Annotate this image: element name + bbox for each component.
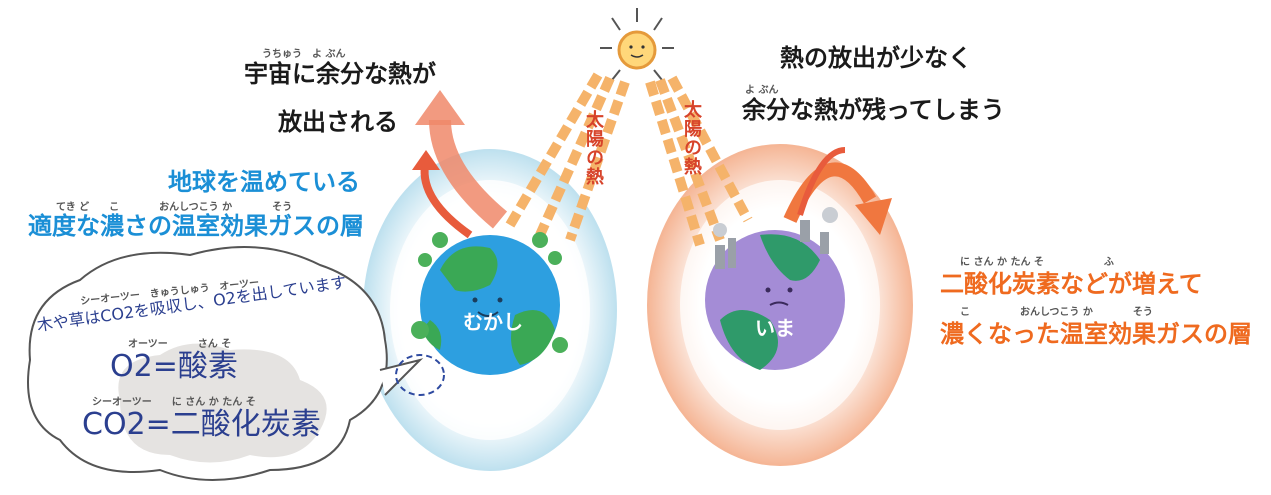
present-layer-ruby1: に さん か たん そ ふ bbox=[960, 257, 1114, 268]
sun-heat-arrows-right bbox=[645, 75, 753, 247]
past-layer-line1: 地球を温めている bbox=[168, 168, 360, 196]
earth-past-label: むかし bbox=[463, 310, 523, 334]
highlight-ring bbox=[395, 354, 445, 396]
past-layer-line2: 適度な濃さの温室効果ガスの層 bbox=[28, 212, 364, 240]
left-heading-line2: 放出される bbox=[278, 108, 398, 136]
sun-heat-arrows-left bbox=[505, 72, 630, 242]
right-heading-ruby: よ ぶん bbox=[745, 85, 779, 96]
heat-escape-arrows-left bbox=[412, 90, 508, 239]
sun-icon bbox=[600, 8, 674, 81]
earth-present-label: いま bbox=[755, 316, 795, 340]
co2-ruby: シーオーツー に さん か たん そ bbox=[92, 397, 256, 408]
o2-formula: O2=酸素 bbox=[110, 349, 238, 384]
earth-past-icon bbox=[411, 232, 568, 375]
earth-present-icon bbox=[705, 207, 845, 370]
past-layer-ruby: てき ど こ おんしつこう か そう bbox=[56, 202, 293, 213]
present-layer-ruby2: こ おんしつこう か そう bbox=[960, 307, 1153, 318]
heat-trapped-arrows-right bbox=[783, 147, 892, 235]
co2-formula: CO2=二酸化炭素 bbox=[82, 407, 321, 442]
left-heading-ruby: うちゅう よ ぶん bbox=[262, 49, 346, 60]
cloud-bubble-icon bbox=[27, 246, 424, 481]
sun-heat-label-left: 太陽の熱 bbox=[583, 110, 604, 186]
right-heading-line1: 熱の放出が少なく bbox=[780, 44, 972, 72]
present-layer-line2: 濃くなった温室効果ガスの層 bbox=[940, 320, 1252, 348]
right-heading-line2: 余分な熱が残ってしまう bbox=[742, 96, 1005, 124]
o2-ruby: オーツー さん そ bbox=[128, 339, 232, 350]
present-layer-line1: 二酸化炭素などが増えて bbox=[940, 270, 1203, 298]
left-heading-line1: 宇宙に余分な熱が bbox=[244, 60, 436, 88]
sun-heat-label-right: 太陽の熱 bbox=[681, 100, 702, 176]
